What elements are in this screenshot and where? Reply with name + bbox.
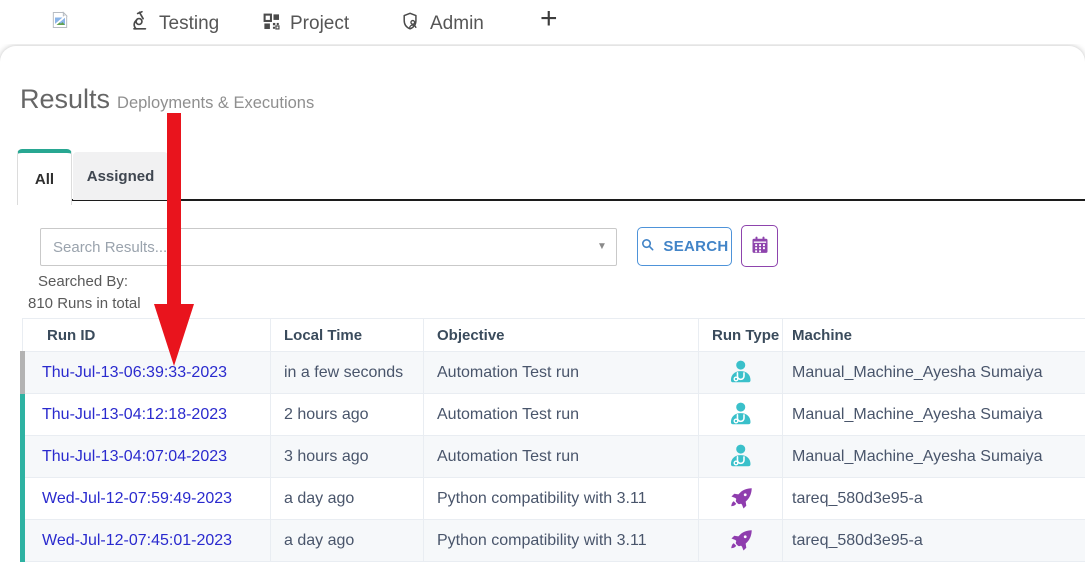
add-tab-button[interactable]: +: [540, 2, 558, 36]
table-row: Thu-Jul-13-06:39:33-2023 in a few second…: [23, 352, 1085, 394]
run-id-link[interactable]: Thu-Jul-13-04:12:18-2023: [42, 406, 227, 423]
table-row: Wed-Jul-12-07:45:01-2023 a day ago Pytho…: [23, 520, 1085, 562]
nav-tab-label: Project: [290, 13, 349, 35]
nav-tab-label: Admin: [430, 13, 484, 35]
grid-icon: [262, 12, 281, 36]
searched-by-label: Searched By:: [38, 273, 128, 290]
local-time-cell: 3 hours ago: [271, 436, 424, 478]
col-run-id: Run ID: [23, 319, 271, 352]
shield-user-icon: [400, 11, 421, 37]
local-time-cell: a day ago: [271, 520, 424, 562]
col-machine: Machine: [783, 319, 1085, 352]
local-time-cell: in a few seconds: [271, 352, 424, 394]
nav-tab-admin[interactable]: Admin: [400, 11, 484, 37]
runs-total-label: 810 Runs in total: [28, 295, 141, 312]
nav-tab-label: Testing: [159, 13, 219, 35]
objective-cell: Python compatibility with 3.11: [424, 478, 699, 520]
table-row: Wed-Jul-12-07:59:49-2023 a day ago Pytho…: [23, 478, 1085, 520]
search-icon: [640, 237, 656, 257]
run-id-link[interactable]: Thu-Jul-13-04:07:04-2023: [42, 448, 227, 465]
search-input[interactable]: [40, 228, 617, 266]
objective-cell: Automation Test run: [424, 394, 699, 436]
tab-all[interactable]: All: [17, 149, 72, 205]
nav-tab-testing[interactable]: Testing: [128, 10, 219, 37]
top-nav: Testing Project: [0, 0, 1085, 44]
col-objective: Objective: [424, 319, 699, 352]
caret-down-icon[interactable]: ▼: [597, 241, 607, 252]
search-button[interactable]: SEARCH: [637, 227, 732, 266]
objective-cell: Automation Test run: [424, 352, 699, 394]
run-type-icon: [727, 448, 754, 465]
table-header-row: Run ID Local Time Objective Run Type Mac…: [23, 319, 1085, 352]
calendar-icon: [750, 235, 770, 258]
tab-assigned[interactable]: Assigned: [73, 152, 168, 200]
run-type-icon: [728, 490, 754, 507]
machine-cell: tareq_580d3e95-a: [783, 520, 1085, 562]
run-type-icon: [728, 532, 754, 549]
run-type-icon: [727, 406, 754, 423]
machine-cell: Manual_Machine_Ayesha Sumaiya: [783, 436, 1085, 478]
machine-cell: Manual_Machine_Ayesha Sumaiya: [783, 394, 1085, 436]
objective-cell: Automation Test run: [424, 436, 699, 478]
machine-cell: tareq_580d3e95-a: [783, 478, 1085, 520]
results-table: Run ID Local Time Objective Run Type Mac…: [20, 318, 1085, 562]
run-type-icon: [727, 364, 754, 381]
col-run-type: Run Type: [699, 319, 783, 352]
broken-image-icon: [50, 10, 70, 35]
page-heading: Results Deployments & Executions: [20, 84, 314, 115]
nav-tab-project[interactable]: Project: [262, 12, 349, 36]
run-id-link[interactable]: Wed-Jul-12-07:59:49-2023: [42, 490, 232, 507]
page-title: Results: [20, 84, 110, 114]
objective-cell: Python compatibility with 3.11: [424, 520, 699, 562]
tab-bar-underline: [72, 199, 1085, 201]
col-local-time: Local Time: [271, 319, 424, 352]
search-button-label: SEARCH: [663, 238, 728, 255]
machine-cell: Manual_Machine_Ayesha Sumaiya: [783, 352, 1085, 394]
table-row: Thu-Jul-13-04:12:18-2023 2 hours ago Aut…: [23, 394, 1085, 436]
microscope-icon: [128, 10, 150, 37]
local-time-cell: 2 hours ago: [271, 394, 424, 436]
run-id-link[interactable]: Wed-Jul-12-07:45:01-2023: [42, 532, 232, 549]
local-time-cell: a day ago: [271, 478, 424, 520]
page-subtitle: Deployments & Executions: [117, 94, 314, 112]
run-id-link[interactable]: Thu-Jul-13-06:39:33-2023: [42, 364, 227, 381]
table-row: Thu-Jul-13-04:07:04-2023 3 hours ago Aut…: [23, 436, 1085, 478]
calendar-button[interactable]: [741, 225, 778, 267]
